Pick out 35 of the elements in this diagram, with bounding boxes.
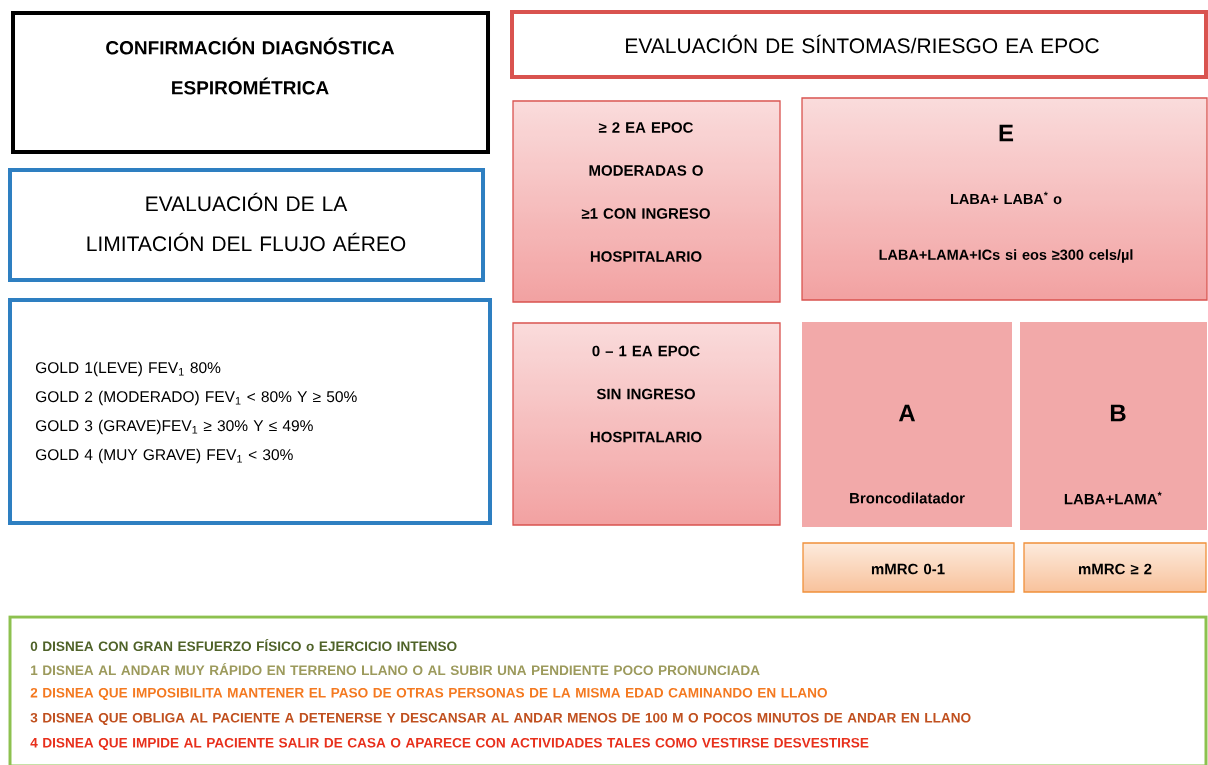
scale-box bbox=[1023, 542, 1207, 593]
scale-text: 0 DISNEA CON GRAN ESFUERZO FÍSICO o EJERCICIO INTENSO bbox=[30, 638, 457, 652]
group-box bbox=[802, 322, 1012, 527]
heading-box bbox=[8, 168, 485, 282]
group-box bbox=[1020, 322, 1207, 530]
scale-text: 2 DISNEA QUE IMPOSIBILITA MANTENER EL PASO DE OTRAS PERSONAS DE LA MISMA EDAD CAMINANDO EN LLANO bbox=[30, 687, 827, 701]
group-box bbox=[801, 97, 1208, 301]
text-line: GOLD 4 (MUY GRAVE) FEV$_{1}$ < 30% bbox=[36, 448, 293, 464]
treatment-text: Broncodilatador bbox=[850, 492, 965, 504]
heading-box bbox=[11, 11, 490, 154]
scale-box bbox=[802, 542, 1015, 593]
treatment-text: LABA+LAMA+ICs si eos ≥300 cels/µl bbox=[879, 249, 1133, 263]
treatment-text: LABA+LAMA$^{*}$ bbox=[1064, 491, 1162, 505]
scale-text: 3 DISNEA QUE OBLIGA AL PACIENTE A DETENERSE Y DESCANSAR AL ANDAR MENOS DE 100 M O POCOS MINUTOS DE ANDAR EN LLANO bbox=[30, 712, 971, 726]
text-line: GOLD 2 (MODERADO) FEV$_{1}$ < 80% Y ≥ 50% bbox=[36, 390, 357, 406]
classification-box bbox=[8, 298, 492, 525]
risk-box bbox=[512, 100, 781, 303]
scale-text: mMRC 0-1 bbox=[871, 563, 945, 575]
scale-text: 1 DISNEA AL ANDAR MUY RÁPIDO EN TERRENO LLANO O AL SUBIR UNA PENDIENTE POCO PRONUNCIADA bbox=[31, 662, 760, 676]
scale-text: mMRC ≥ 2 bbox=[1078, 563, 1152, 575]
heading-box bbox=[510, 10, 1208, 79]
risk-box bbox=[512, 322, 781, 526]
heading-text: EVALUACIÓN DE SÍNTOMAS/RIESGO EA EPOC bbox=[626, 34, 1099, 54]
text-line: GOLD 3 (GRAVE)FEV$_{1}$ ≥ 30% Y ≤ 49% bbox=[36, 419, 313, 435]
scale-text: 4 DISNEA QUE IMPIDE AL PACIENTE SALIR DE CASA O APARECE CON ACTIVIDADES TALES COMO VESTIRSE DESVESTIRSE bbox=[30, 737, 869, 751]
group-letter: B bbox=[1110, 404, 1126, 422]
heading-text: EVALUACIÓN DE LA LIMITACIÓN DEL FLUJO AÉREO bbox=[87, 192, 406, 252]
text-line: GOLD 1(LEVE) FEV$_{1}$ 80% bbox=[36, 361, 221, 377]
scale-box bbox=[8, 615, 1208, 765]
risk-text: 0 – 1 EA EPOC SIN INGRESO HOSPITALARIO bbox=[590, 345, 702, 443]
treatment-text: LABA+ LABA$^{*}$ o bbox=[951, 191, 1062, 205]
risk-text: ≥ 2 EA EPOC MODERADAS O ≥1 CON INGRESO HOSPITALARIO bbox=[581, 122, 710, 262]
group-letter: A bbox=[898, 404, 916, 422]
heading-text: CONFIRMACIÓN DIAGNÓSTICA ESPIROMÉTRICA bbox=[106, 37, 395, 95]
group-letter: E bbox=[999, 124, 1014, 142]
